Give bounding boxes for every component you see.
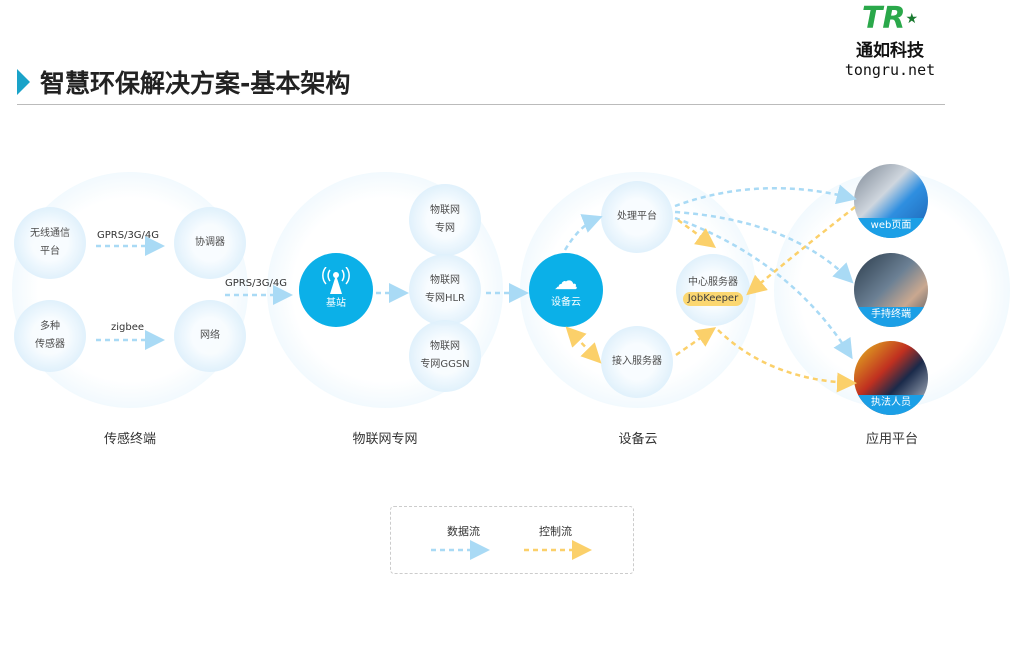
arrow-access-center xyxy=(675,327,717,357)
title-marker-icon xyxy=(17,69,30,95)
law-enforcement-node: 执法人员 xyxy=(854,341,928,415)
sensors-node: 多种传感器 xyxy=(14,300,86,372)
arrow-web-center xyxy=(746,206,856,296)
access-server-node: 接入服务器 xyxy=(601,326,673,398)
legend: 数据流 控制流 xyxy=(390,506,634,574)
wireless-platform-node: 无线通信平台 xyxy=(14,207,86,279)
iot-private-network-node: 物联网专网 xyxy=(409,184,481,256)
link-label-gprs-2: GPRS/3G/4G xyxy=(225,278,288,289)
group-label-app: 应用平台 xyxy=(865,432,919,447)
handheld-terminal-node: 手持终端 xyxy=(854,253,928,327)
arrow-cloud-access xyxy=(565,326,602,364)
page-title: 智慧环保解决方案-基本架构 xyxy=(40,69,351,98)
logo-mark-icon: TR★ xyxy=(861,1,919,36)
cloud-icon: ☁ xyxy=(554,267,578,295)
link-label-zigbee: zigbee xyxy=(111,322,145,333)
arrow-process-handheld xyxy=(674,210,854,284)
legend-data-flow-label: 数据流 xyxy=(447,525,480,538)
arrow-cloud-process xyxy=(563,214,603,251)
network-node: 网络 xyxy=(174,300,246,372)
logo-cn: 通如科技 xyxy=(856,41,924,61)
base-station-node: 基站 xyxy=(299,253,373,327)
web-page-node: web页面 xyxy=(854,164,928,238)
arrow-process-center xyxy=(677,218,717,248)
antenna-icon xyxy=(322,267,350,294)
company-logo: TR★ 通如科技 tongru.net xyxy=(835,1,945,80)
group-label-iot: 物联网专网 xyxy=(352,432,418,447)
arrow-process-web xyxy=(674,184,857,208)
iot-hlr-node: 物联网专网HLR xyxy=(409,254,481,326)
iot-ggsn-node: 物联网专网GGSN xyxy=(409,320,481,392)
logo-en: tongru.net xyxy=(844,61,936,79)
processing-platform-node: 处理平台 xyxy=(601,181,673,253)
legend-swatches xyxy=(431,540,592,560)
coordinator-node: 协调器 xyxy=(174,207,246,279)
title-divider xyxy=(17,104,945,105)
link-label-gprs-1: GPRS/3G/4G xyxy=(97,230,160,241)
arrow-center-officer xyxy=(717,329,857,393)
group-label-sensor: 传感终端 xyxy=(103,432,157,447)
legend-control-flow-label: 控制流 xyxy=(539,525,572,538)
group-label-cloud: 设备云 xyxy=(618,432,658,447)
device-cloud-node: ☁设备云 xyxy=(529,253,603,327)
